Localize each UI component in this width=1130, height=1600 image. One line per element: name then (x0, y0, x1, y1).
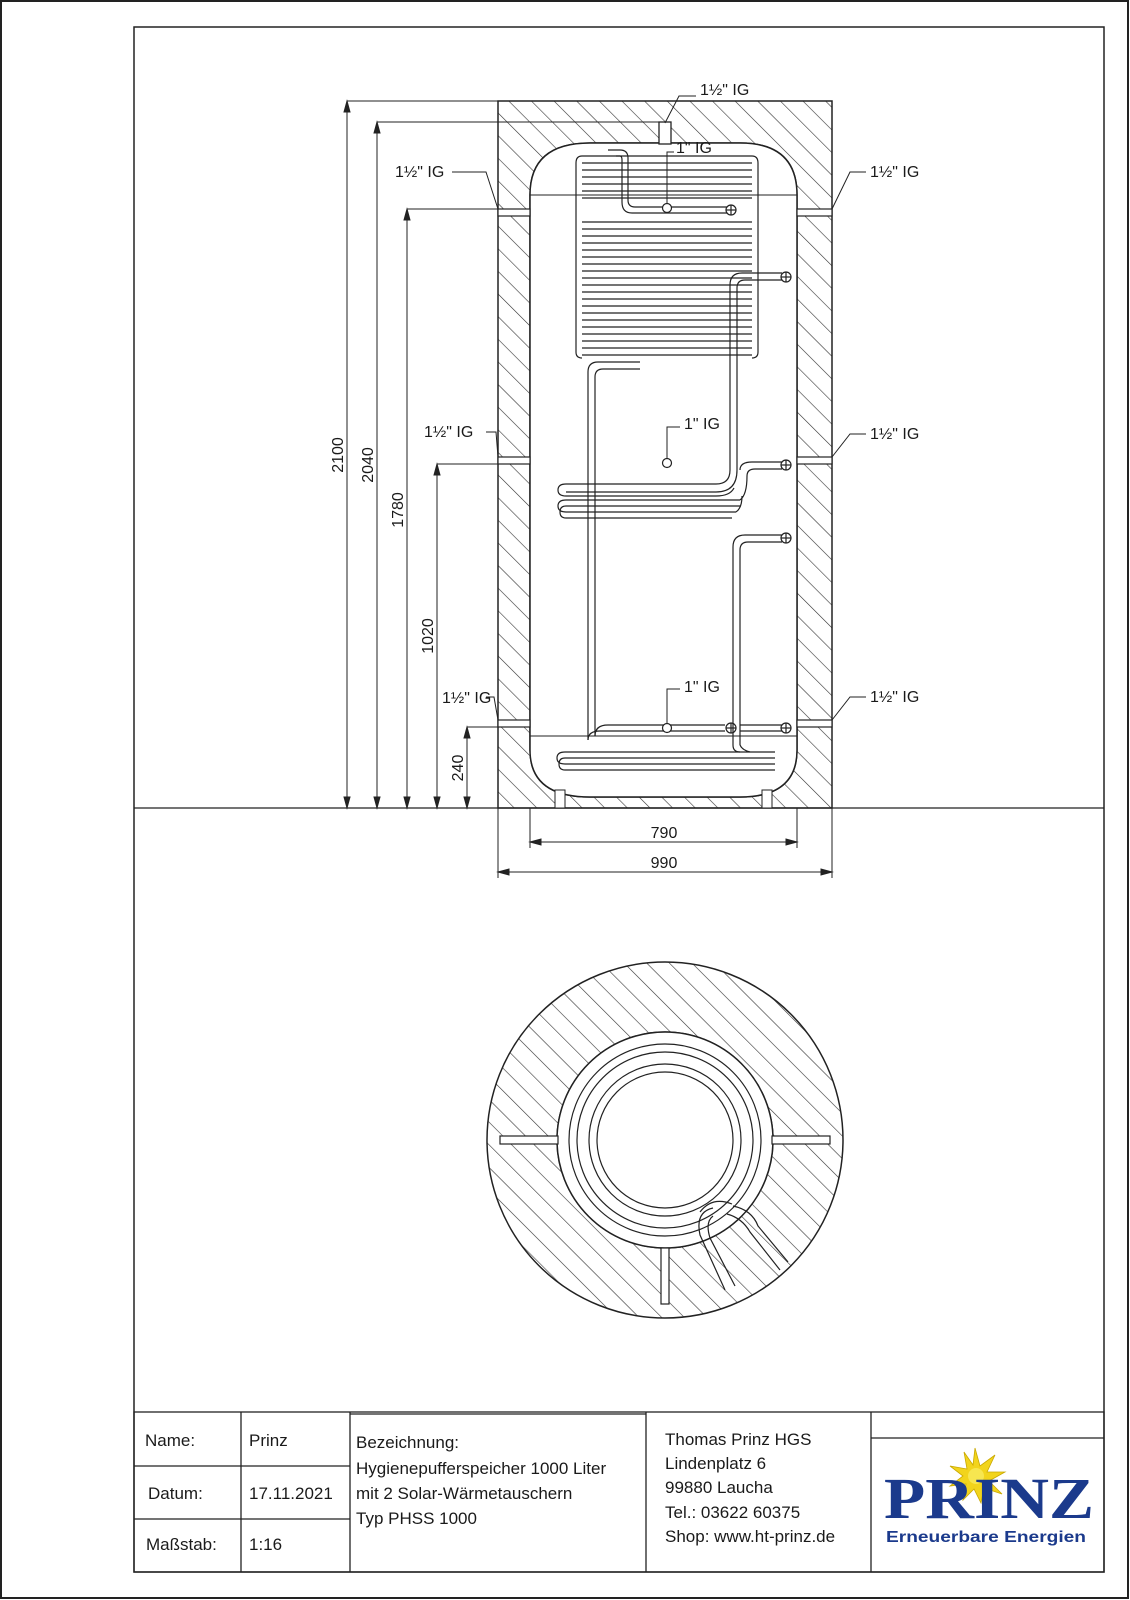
scale-label: Maßstab: (146, 1535, 217, 1554)
dim-height-1020: 1020 (420, 618, 437, 654)
tank-foot-right (761, 789, 773, 809)
lower-solar-coil (556, 534, 782, 771)
side-sockets (497, 208, 833, 728)
dim-height-2040: 2040 (360, 447, 377, 483)
company-line-5: Shop: www.ht-prinz.de (665, 1527, 835, 1546)
scale-value: 1:16 (249, 1535, 282, 1554)
top-view (486, 961, 844, 1319)
width-dimensions (496, 808, 834, 878)
label-top-connection: 1½" IG (700, 82, 749, 99)
coil-connection-marks (725, 204, 792, 734)
company-line-2: Lindenplatz 6 (665, 1454, 766, 1473)
top-view-sockets (499, 1135, 831, 1305)
name-value: Prinz (249, 1431, 288, 1450)
label-sensor-middle: 1" IG (684, 416, 720, 433)
company-line-4: Tel.: 03622 60375 (665, 1503, 800, 1522)
dim-height-2100: 2100 (330, 437, 347, 473)
label-sensor-top: 1" IG (676, 140, 712, 157)
dim-width-990: 990 (651, 855, 678, 872)
designation-line-3: Typ PHSS 1000 (356, 1509, 477, 1528)
logo-tagline: Erneuerbare Energien (886, 1529, 1086, 1546)
sensor-bottom (661, 722, 673, 734)
company-line-1: Thomas Prinz HGS (665, 1430, 811, 1449)
tank-shell (529, 142, 798, 798)
company-line-3: 99880 Laucha (665, 1478, 773, 1497)
sensor-middle (661, 457, 673, 469)
label-sensor-bottom: 1" IG (684, 679, 720, 696)
top-socket (658, 121, 672, 145)
leader-lines (452, 95, 866, 724)
name-label: Name: (145, 1431, 195, 1450)
sensor-points (661, 202, 673, 734)
title-block (133, 1411, 1105, 1573)
designation-label: Bezeichnung: (356, 1433, 459, 1452)
logo-brand: PRINZ (884, 1466, 1094, 1531)
dim-height-240: 240 (450, 755, 467, 782)
middle-solar-coil (557, 461, 782, 519)
label-left-upper: 1½" IG (395, 164, 444, 181)
date-value: 17.11.2021 (249, 1484, 333, 1503)
sun-icon (948, 1447, 1007, 1505)
side-view: 1½" IG 1" IG 1½" IG 1½" IG 1" IG 1½" IG … (395, 82, 919, 809)
top-view-coil (568, 1043, 762, 1237)
upper-heat-exchanger-coil (575, 149, 782, 740)
height-dimensions (343, 99, 659, 810)
designation-line-1: Hygienepufferspeicher 1000 Liter (356, 1459, 606, 1478)
label-left-middle: 1½" IG (424, 424, 473, 441)
dim-height-1780: 1780 (390, 492, 407, 528)
label-right-middle: 1½" IG (870, 426, 919, 443)
date-label: Datum: (148, 1484, 203, 1503)
top-view-outlet-pipes (698, 1200, 789, 1291)
prinz-logo: PRINZ Erneuerbare Energien (884, 1447, 1094, 1546)
tank-foot-left (554, 789, 566, 809)
label-right-lower: 1½" IG (870, 689, 919, 706)
label-right-upper: 1½" IG (870, 164, 919, 181)
dim-width-790: 790 (651, 825, 678, 842)
label-left-lower: 1½" IG (442, 690, 491, 707)
designation-line-2: mit 2 Solar-Wärmetauschern (356, 1484, 572, 1503)
sensor-top (661, 202, 673, 214)
